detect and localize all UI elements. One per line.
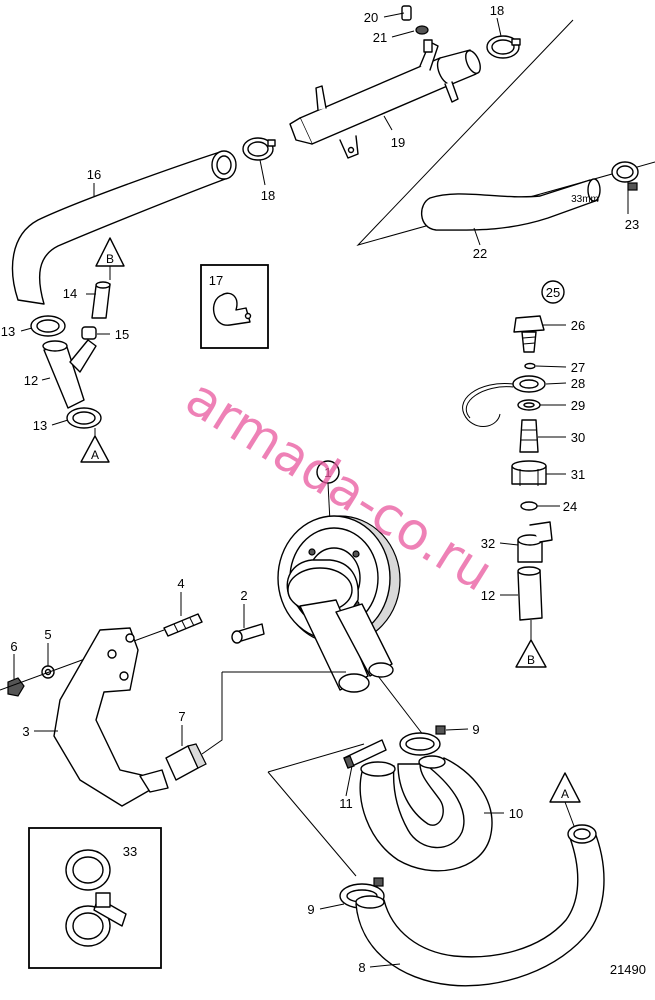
inset-box-33 bbox=[28, 827, 162, 969]
callout-24: 24 bbox=[563, 499, 577, 514]
hose-16 bbox=[11, 150, 237, 305]
callout-13-lower: 13 bbox=[33, 418, 47, 433]
callout-31: 31 bbox=[571, 467, 585, 482]
drawing-number: 21490 bbox=[610, 962, 646, 977]
screw-2 bbox=[231, 623, 265, 644]
clamp-18-mid bbox=[242, 137, 276, 161]
circle-marker-25 bbox=[541, 280, 565, 304]
callout-29: 29 bbox=[571, 398, 585, 413]
callout-18-top: 18 bbox=[490, 3, 504, 18]
bracket-3 bbox=[53, 627, 169, 807]
inset-triangle-hose-22 bbox=[356, 19, 655, 246]
reference-marker-b-right: B bbox=[515, 620, 547, 668]
callout-27: 27 bbox=[571, 360, 585, 375]
callout-30: 30 bbox=[571, 430, 585, 445]
reference-marker-a-right: A bbox=[549, 772, 581, 827]
hose-10 bbox=[359, 755, 493, 872]
inset-box-17 bbox=[200, 264, 269, 349]
hose-22 bbox=[421, 178, 601, 231]
leader-lines bbox=[13, 12, 629, 968]
sea-water-pump-1 bbox=[277, 515, 401, 693]
clamp-13-upper bbox=[30, 315, 66, 337]
callout-11: 11 bbox=[339, 796, 353, 811]
callout-17: 17 bbox=[209, 273, 223, 288]
callout-12-right: 12 bbox=[481, 588, 495, 603]
svg-text:A: A bbox=[561, 787, 569, 801]
clip-32 bbox=[517, 521, 553, 563]
callout-12-left: 12 bbox=[24, 373, 38, 388]
svg-text:B: B bbox=[106, 252, 114, 266]
callout-9-upper: 9 bbox=[472, 722, 479, 737]
callout-32: 32 bbox=[481, 536, 495, 551]
callout-8: 8 bbox=[358, 960, 365, 975]
callout-9-lower: 9 bbox=[307, 902, 314, 917]
drain-plug-26 bbox=[513, 315, 545, 353]
tee-connector-12 bbox=[42, 339, 97, 409]
hose-14 bbox=[91, 281, 111, 319]
callout-2: 2 bbox=[240, 588, 247, 603]
callout-1: 1 bbox=[324, 465, 331, 480]
callout-23: 23 bbox=[625, 217, 639, 232]
pipe-19 bbox=[289, 41, 481, 159]
callout-26: 26 bbox=[571, 318, 585, 333]
callout-7: 7 bbox=[178, 709, 185, 724]
clamp-23 bbox=[611, 161, 639, 191]
callout-numbers: 20 21 18 19 18 16 33mm 23 22 17 14 15 13… bbox=[1, 3, 646, 977]
rubber-block-7 bbox=[165, 743, 207, 781]
nut-31 bbox=[511, 460, 547, 486]
callout-14: 14 bbox=[63, 286, 77, 301]
clamp-11 bbox=[343, 739, 387, 769]
dimension-label: 33mm bbox=[571, 194, 599, 205]
callout-22: 22 bbox=[473, 246, 487, 261]
clamp-13-lower bbox=[66, 407, 102, 429]
callout-4: 4 bbox=[177, 576, 184, 591]
callout-6: 6 bbox=[10, 639, 17, 654]
callout-28: 28 bbox=[571, 376, 585, 391]
callout-25: 25 bbox=[546, 285, 560, 300]
callout-33: 33 bbox=[123, 844, 137, 859]
callout-20: 20 bbox=[364, 10, 378, 25]
callout-10: 10 bbox=[509, 806, 523, 821]
callout-5: 5 bbox=[44, 627, 51, 642]
washer-24 bbox=[520, 501, 538, 511]
hose-12-drain bbox=[517, 566, 543, 621]
reference-marker-a-left: A bbox=[80, 428, 110, 463]
hose-8 bbox=[355, 824, 605, 987]
svg-text:B: B bbox=[527, 653, 535, 667]
o-ring-27 bbox=[524, 362, 536, 370]
svg-text:A: A bbox=[91, 448, 99, 462]
washer-29 bbox=[517, 399, 541, 411]
coupling-15 bbox=[81, 326, 97, 340]
callout-15: 15 bbox=[115, 327, 129, 342]
callout-18-mid: 18 bbox=[261, 188, 275, 203]
clamp-9-upper bbox=[399, 725, 446, 756]
callout-3: 3 bbox=[22, 724, 29, 739]
callout-16: 16 bbox=[87, 167, 101, 182]
reference-marker-b-top: B bbox=[95, 237, 125, 280]
callout-13-upper: 13 bbox=[1, 324, 15, 339]
nut-6 bbox=[7, 677, 25, 697]
callout-19: 19 bbox=[391, 135, 405, 150]
callout-21: 21 bbox=[373, 30, 387, 45]
fitting-20-21 bbox=[401, 5, 433, 53]
clamp-18-top bbox=[486, 35, 521, 59]
nipple-30 bbox=[519, 419, 539, 453]
retaining-ring-28 bbox=[462, 375, 546, 428]
stud-4 bbox=[163, 613, 203, 637]
